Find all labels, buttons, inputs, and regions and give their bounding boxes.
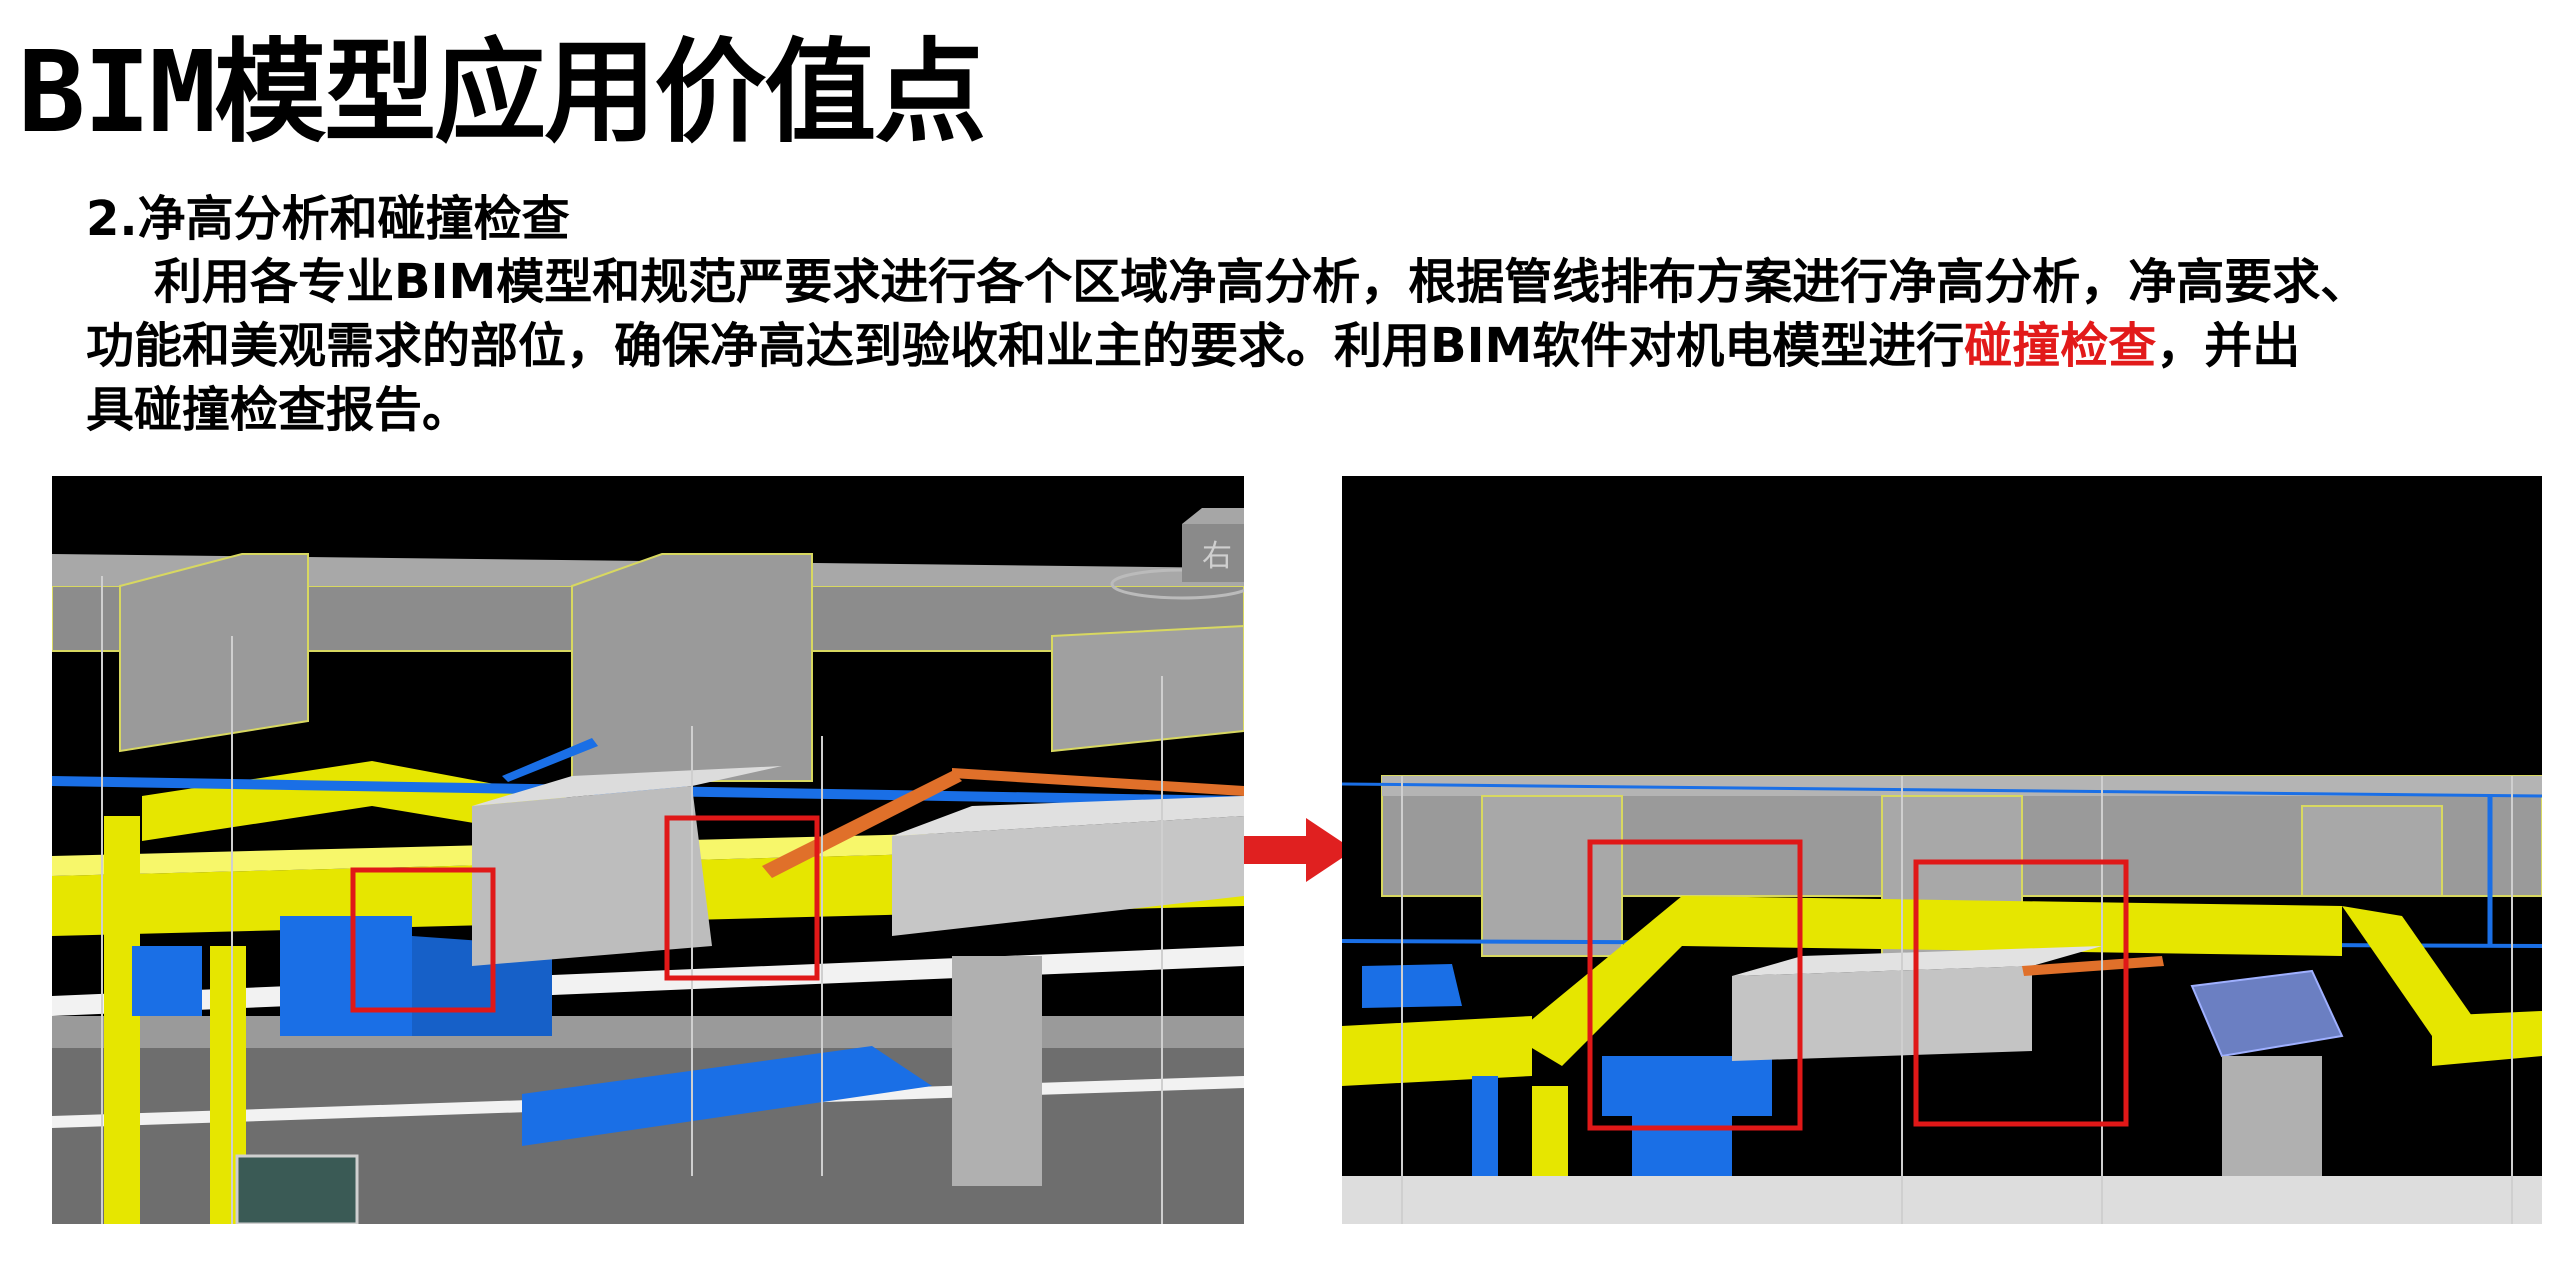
- paragraph-text-3: 具碰撞检查报告。: [86, 382, 471, 438]
- paragraph-text-2b: ，并出: [2156, 318, 2301, 374]
- paragraph-line-3: 具碰撞检查报告。: [86, 378, 2560, 442]
- description-paragraph: 利用各专业BIM模型和规范严要求进行各个区域净高分析，根据管线排布方案进行净高分…: [86, 250, 2560, 442]
- viewcube-label: 右: [1202, 539, 1232, 574]
- bim-view-left: 右: [52, 476, 1244, 1224]
- bim-view-right: [1342, 476, 2542, 1224]
- clash-check-highlight: 碰撞检查: [1964, 318, 2157, 374]
- paragraph-text-1: 利用各专业BIM模型和规范严要求进行各个区域净高分析，根据管线排布方案进行净高分…: [154, 254, 2369, 310]
- paragraph-line-1: 利用各专业BIM模型和规范严要求进行各个区域净高分析，根据管线排布方案进行净高分…: [86, 250, 2560, 314]
- viewcube[interactable]: 右: [1110, 508, 1244, 600]
- paragraph-text-2a: 功能和美观需求的部位，确保净高达到验收和业主的要求。利用BIM软件对机电模型进行: [86, 318, 1965, 374]
- section-heading: 2.净高分析和碰撞检查: [86, 191, 570, 247]
- page-title: BIM模型应用价值点: [18, 28, 986, 158]
- arrow-right-icon: [1244, 818, 1354, 882]
- paragraph-line-2: 功能和美观需求的部位，确保净高达到验收和业主的要求。利用BIM软件对机电模型进行…: [86, 314, 2560, 378]
